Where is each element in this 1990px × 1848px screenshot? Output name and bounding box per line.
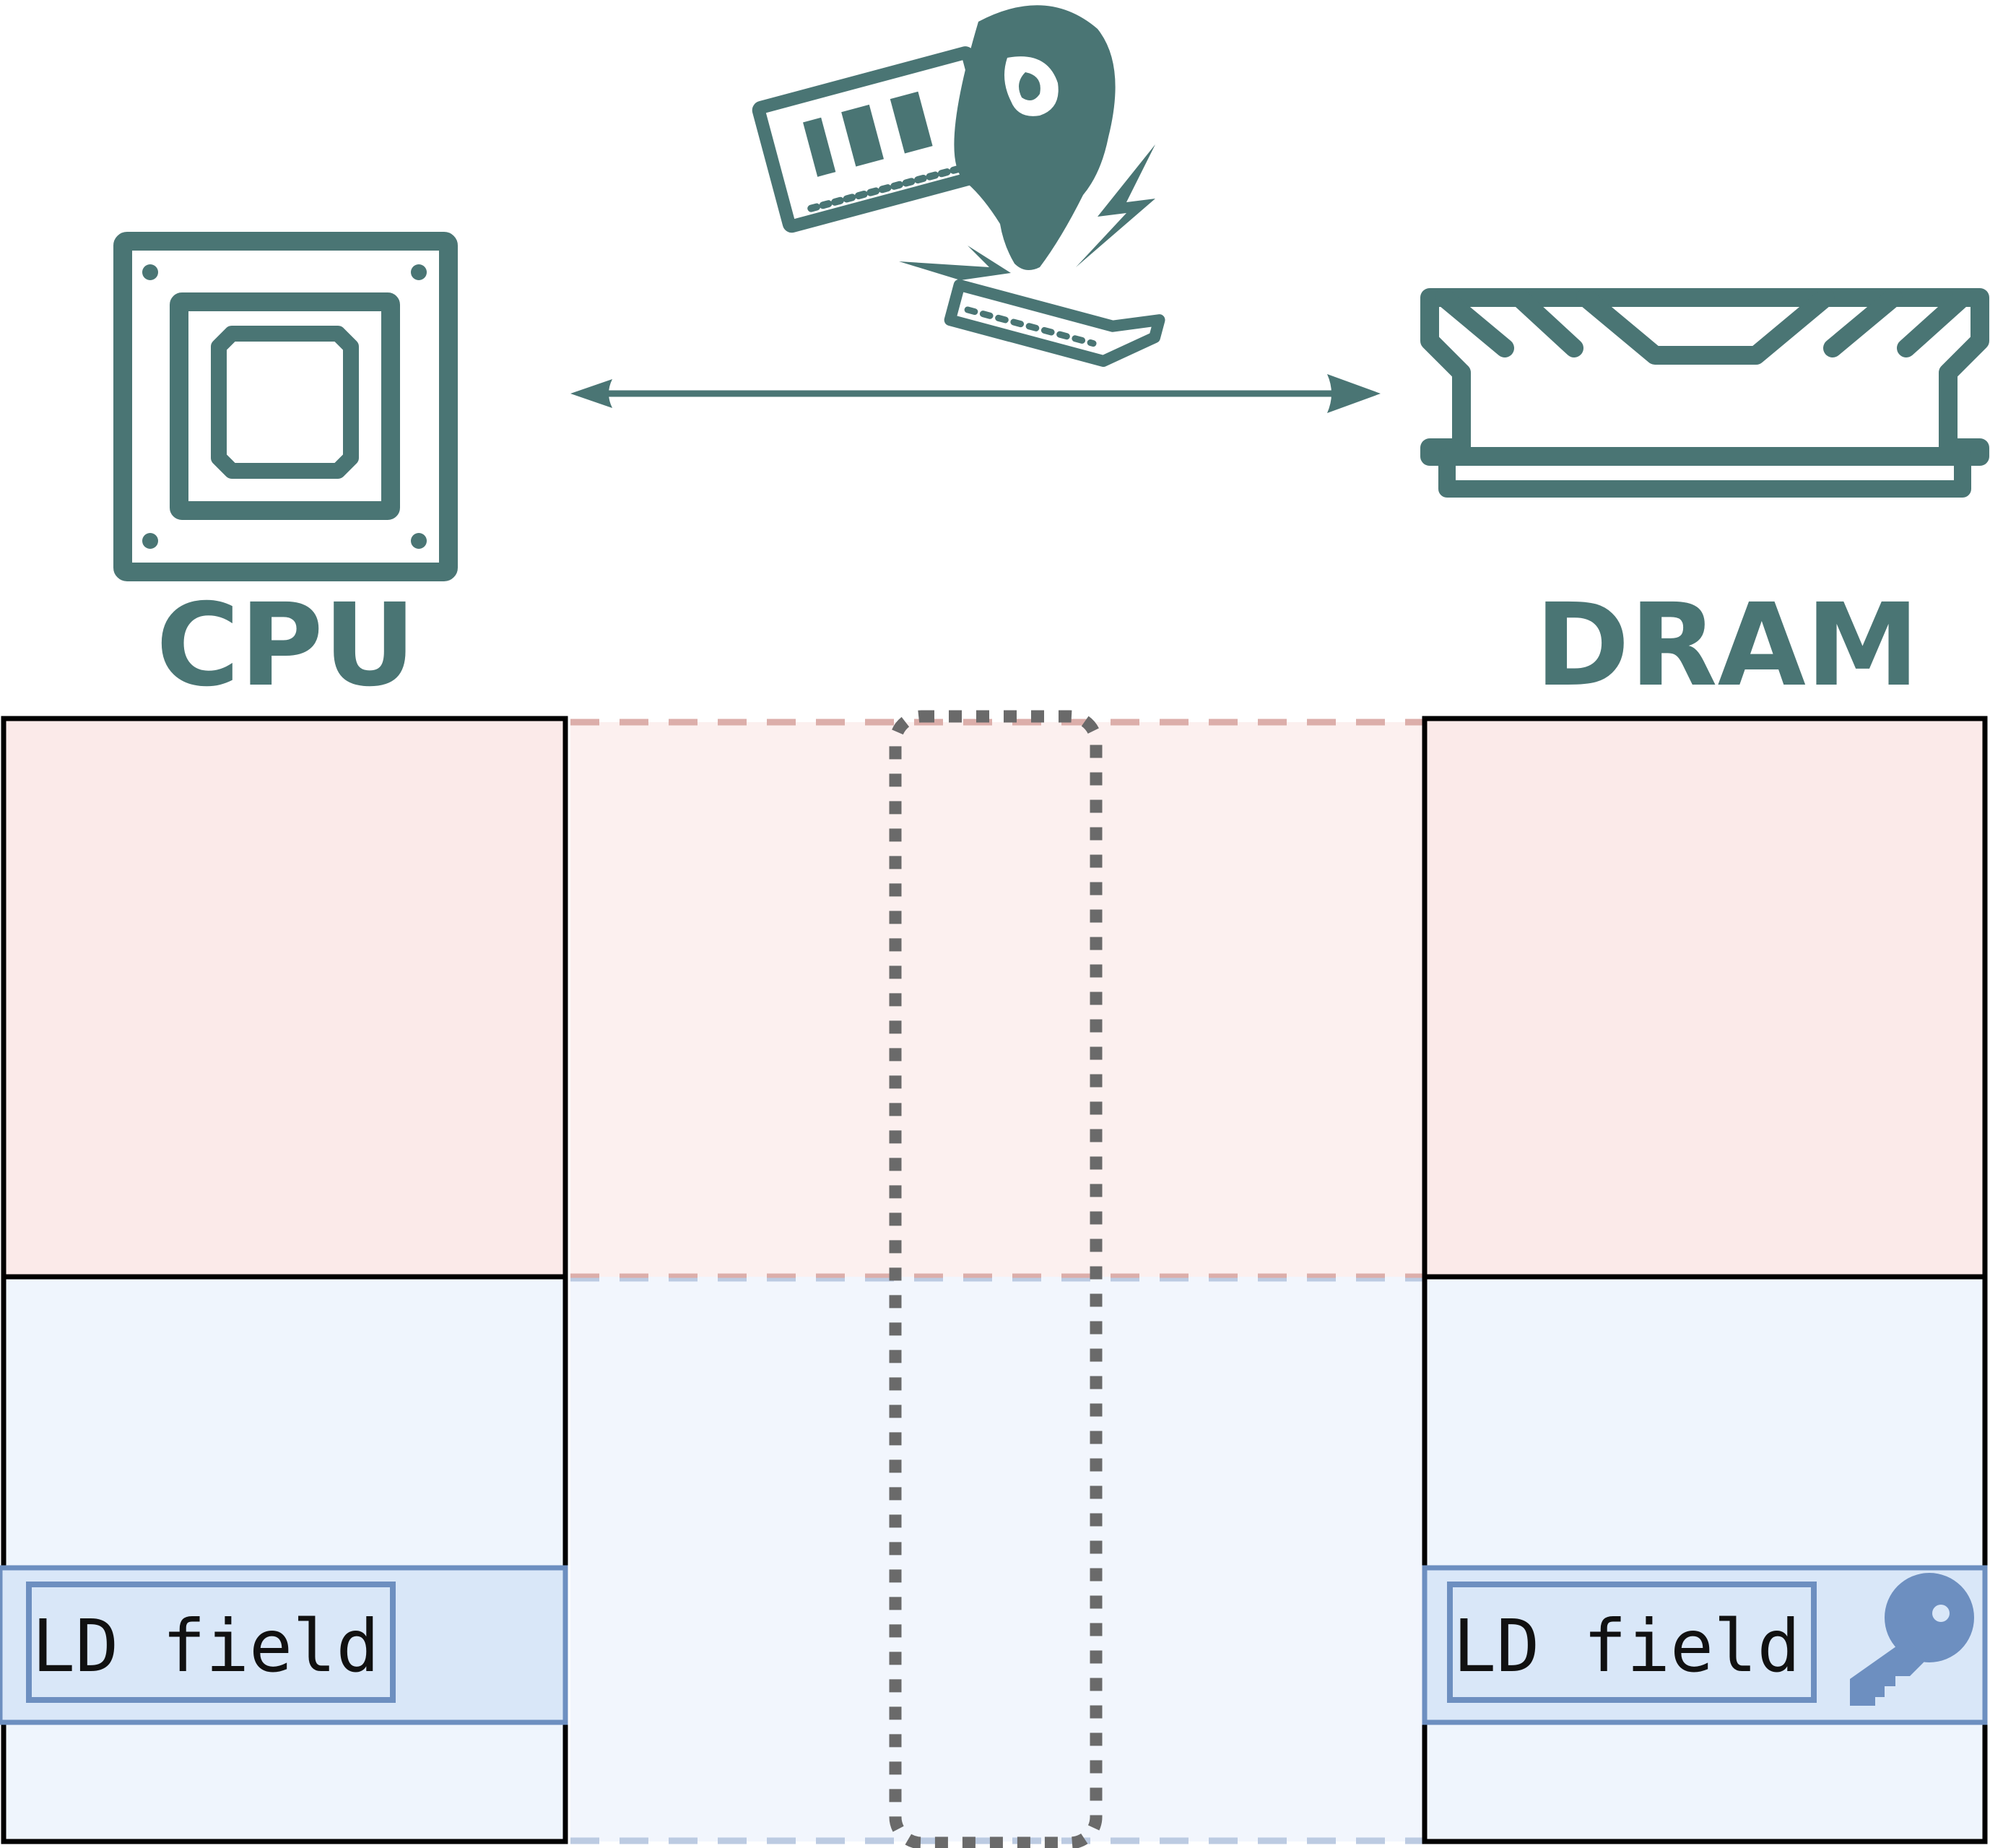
cpu-upper-region	[1, 716, 568, 1280]
dram-ld-field-band: LD field	[1422, 1565, 1988, 1725]
rowhammer-ram-icon	[752, 5, 1165, 368]
dram-lower-region	[1422, 1274, 1988, 1844]
bus-dotted-outline	[889, 710, 1103, 1848]
key-icon	[1850, 1573, 1974, 1706]
cpu-chip-icon	[113, 232, 458, 581]
bus-arrow	[570, 374, 1381, 413]
dram-label: DRAM	[1535, 579, 1919, 712]
cpu-lower-region	[1, 1274, 568, 1844]
cpu-label: CPU	[156, 579, 416, 712]
dram-ld-field-label: LD field	[1453, 1604, 1801, 1688]
ram-module-icon	[1420, 288, 1989, 498]
bus-region-bottom	[570, 1277, 1422, 1842]
bus-region-top	[570, 722, 1422, 1277]
cpu-ld-field-band: LD field	[0, 1565, 568, 1725]
dram-upper-region	[1422, 716, 1988, 1280]
cpu-ld-field-label: LD field	[32, 1604, 380, 1688]
